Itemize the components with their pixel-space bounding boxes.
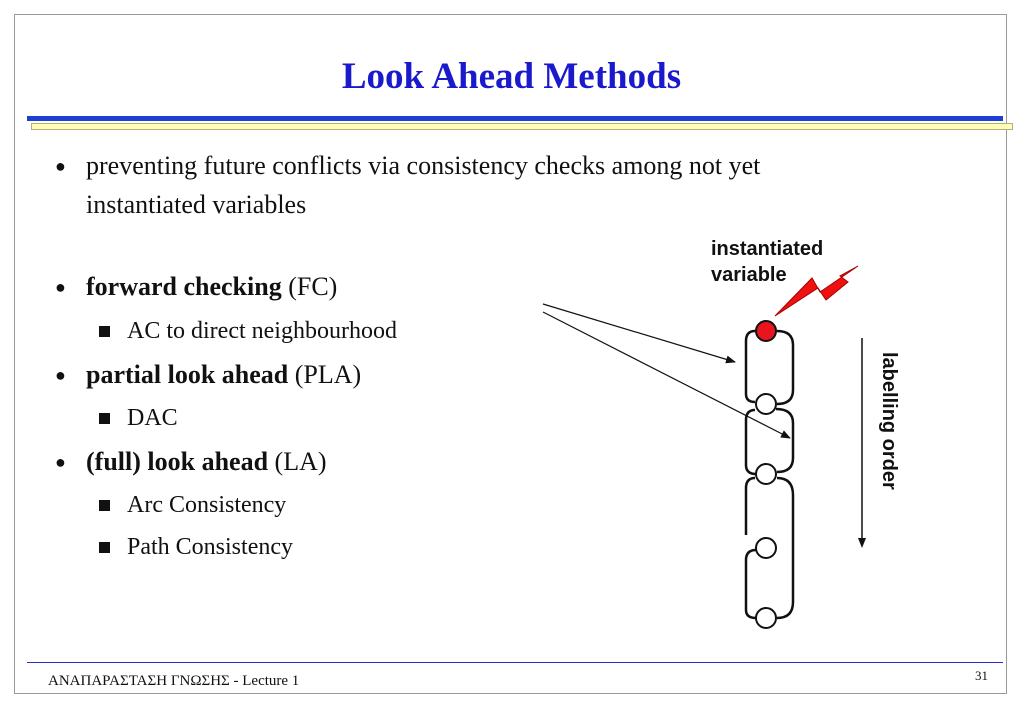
pointer-arrow-to-first <box>542 303 736 364</box>
title-rule-blue <box>27 116 1003 121</box>
bullet-dot: ● <box>55 156 66 176</box>
page-number: 31 <box>975 668 988 683</box>
constraint-left-3 <box>744 476 756 535</box>
bullet-4-rest: (LA) <box>268 447 327 476</box>
sub-bullet-4-1-text: Arc Consistency <box>127 492 287 518</box>
bullet-3-bold: partial look ahead <box>86 360 289 389</box>
bullet-4-bold: (full) look ahead <box>86 447 269 476</box>
variable-node <box>755 537 777 559</box>
pointer-arrow-to-second <box>542 311 791 439</box>
bullet-2-rest: (FC) <box>281 272 338 301</box>
square-bullet <box>99 542 110 553</box>
bullet-2-text: forward checking (FC) <box>86 268 337 306</box>
bullet-3-rest: (PLA) <box>288 360 362 389</box>
square-bullet <box>99 413 110 424</box>
bullet-4-text: (full) look ahead (LA) <box>86 443 327 481</box>
bullet-1-line-1: preventing future conflicts via consiste… <box>86 151 761 180</box>
sub-bullet-4-2-text: Path Consistency <box>127 534 293 560</box>
title-rule-yellow <box>31 123 1013 130</box>
bullet-dot: ● <box>55 452 66 472</box>
variable-node <box>755 607 777 629</box>
constraint-left-1 <box>744 329 756 404</box>
constraint-right-1 <box>776 329 795 406</box>
instantiated-variable-node <box>755 320 777 342</box>
sub-bullet-2-1-text: AC to direct neighbourhood <box>127 318 397 344</box>
constraint-right-3 <box>776 476 795 620</box>
instantiated-label-line-2: variable <box>711 264 787 286</box>
bullet-dot: ● <box>55 277 66 297</box>
footer-rule <box>27 662 1003 663</box>
labelling-order-arrowhead <box>858 538 866 548</box>
sub-bullet-3-1-text: DAC <box>127 405 178 431</box>
variable-node <box>755 393 777 415</box>
instantiated-label-line-1: instantiated <box>711 238 824 260</box>
constraint-right-2 <box>775 407 795 474</box>
constraint-left-2 <box>744 408 757 476</box>
constraint-left-4 <box>744 548 757 620</box>
bullet-3-text: partial look ahead (PLA) <box>86 356 361 394</box>
square-bullet <box>99 500 110 511</box>
square-bullet <box>99 326 110 337</box>
variable-node <box>755 463 777 485</box>
instantiated-variable-label: instantiated variable <box>711 236 823 288</box>
labelling-order-label: labelling order <box>878 352 900 490</box>
slide-title: Look Ahead Methods <box>341 56 682 97</box>
slide-frame <box>14 14 1007 694</box>
footer-course-title: ΑΝΑΠΑΡΑΣΤΑΣΗ ΓΝΩΣΗΣ - Lecture 1 <box>48 673 300 689</box>
bullet-1-line-2: instantiated variables <box>86 190 307 219</box>
bullet-2-bold: forward checking <box>86 272 282 301</box>
lightning-icon <box>774 265 859 317</box>
bullet-dot: ● <box>55 365 66 385</box>
